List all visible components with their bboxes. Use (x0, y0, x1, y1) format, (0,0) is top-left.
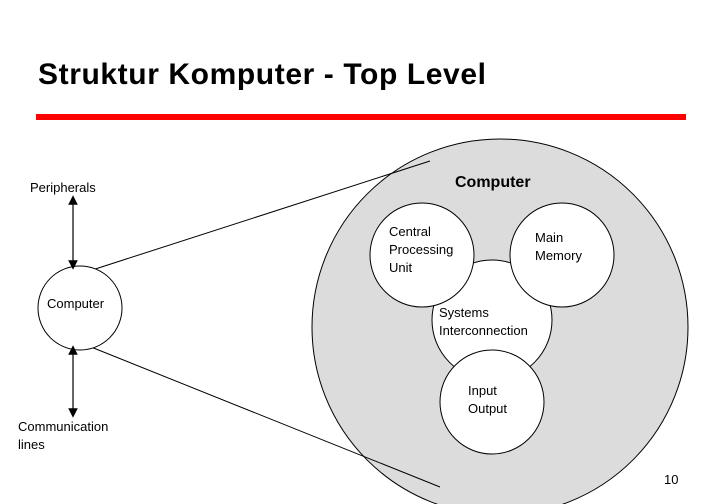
computer-circle (37, 265, 123, 351)
cpu-label-1: Central (389, 224, 431, 239)
detail-heading: Computer (455, 174, 531, 191)
memory-label-1: Main (535, 230, 563, 245)
memory-label-2: Memory (535, 248, 582, 263)
page-number: 10 (664, 472, 678, 487)
computer-label: Computer (47, 296, 105, 311)
zoom-line-top (85, 160, 431, 273)
input-output-circle (439, 349, 545, 455)
title-underline (36, 114, 686, 120)
main-memory-circle (509, 202, 615, 308)
communication-label: Communication (18, 419, 108, 434)
cpu-label-3: Unit (389, 260, 413, 275)
cpu-label-2: Processing (389, 242, 453, 257)
io-label-2: Output (468, 401, 507, 416)
interconnect-label-2: Interconnection (439, 323, 528, 338)
io-label-1: Input (468, 383, 497, 398)
slide-title: Struktur Komputer - Top Level (38, 58, 487, 91)
cpu-circle (369, 202, 475, 308)
zoom-line-bottom (85, 344, 441, 488)
interconnect-label-1: Systems (439, 305, 489, 320)
lines-label: lines (18, 437, 45, 452)
peripherals-label: Peripherals (30, 180, 96, 195)
